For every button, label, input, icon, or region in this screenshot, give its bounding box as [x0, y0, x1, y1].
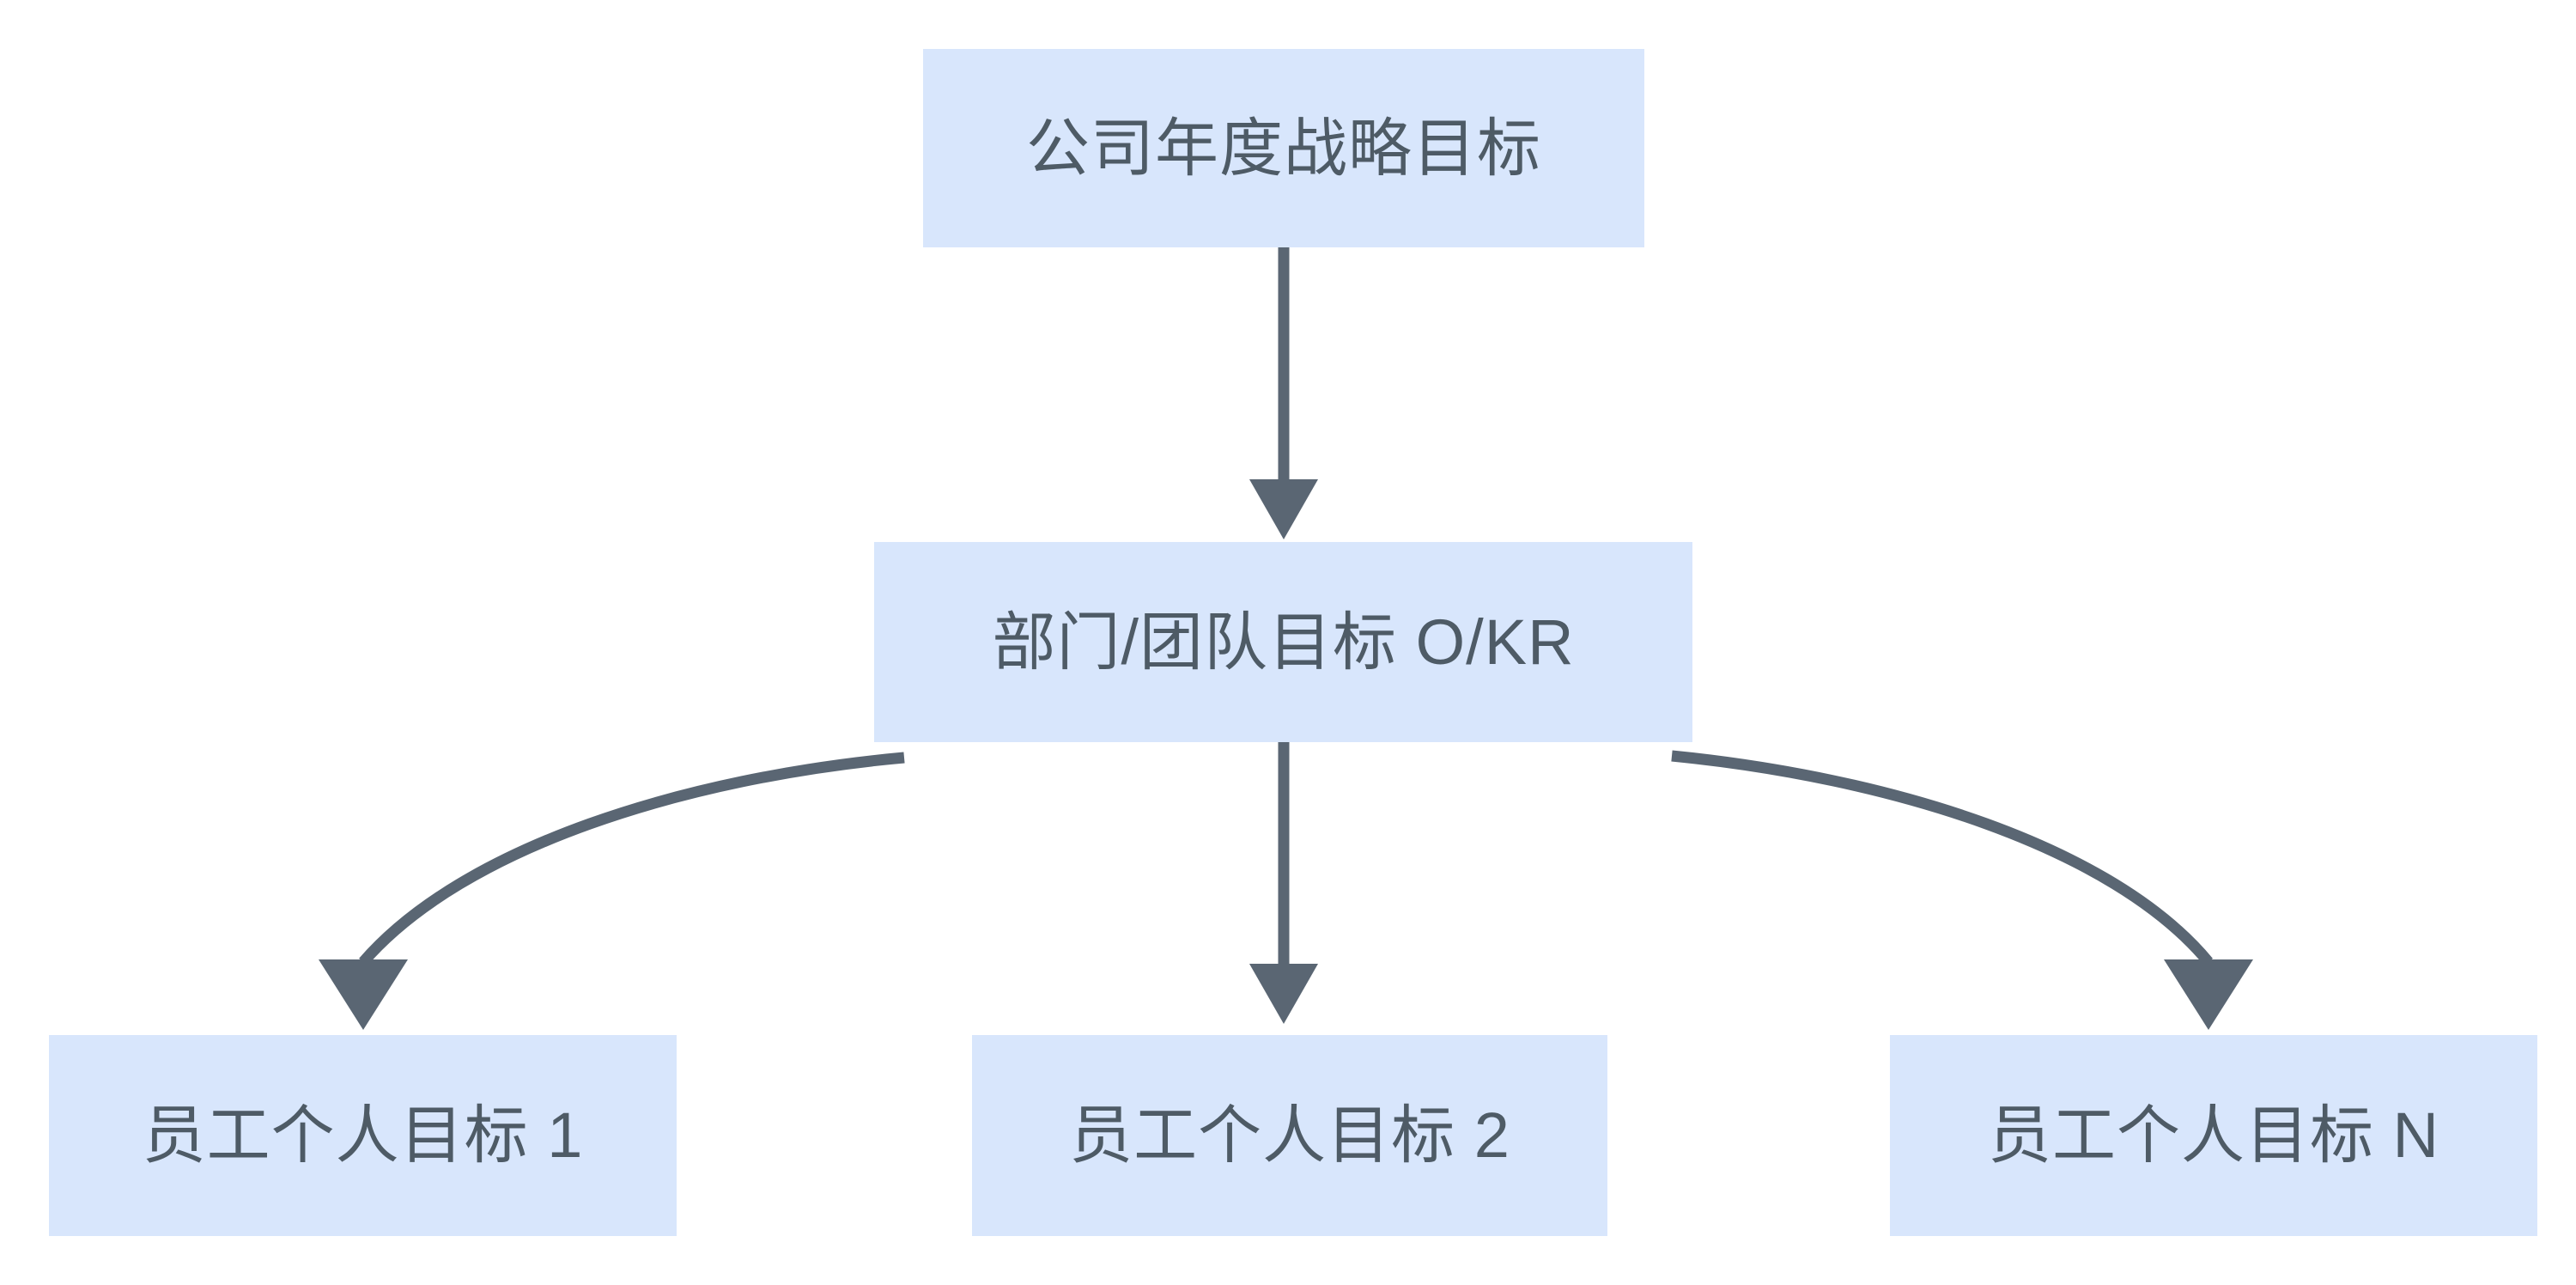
edge-company-to-dept [1249, 247, 1318, 539]
node-department-team-okr[interactable]: 部门/团队目标 O/KR [874, 542, 1692, 742]
node-employee-goal-1[interactable]: 员工个人目标 1 [49, 1035, 677, 1236]
node-label: 员工个人目标 1 [142, 1099, 584, 1172]
node-label: 公司年度战略目标 [1026, 112, 1541, 184]
node-label: 员工个人目标 2 [1069, 1099, 1510, 1172]
edge-dept-to-emp1 [319, 752, 905, 1030]
arrowhead-icon [319, 959, 408, 1030]
node-employee-goal-n[interactable]: 员工个人目标 N [1890, 1035, 2537, 1236]
node-employee-goal-2[interactable]: 员工个人目标 2 [972, 1035, 1607, 1236]
edge-line [359, 752, 905, 966]
arrowhead-icon [1249, 964, 1318, 1024]
node-label: 部门/团队目标 O/KR [992, 606, 1575, 678]
edge-dept-to-empN [1671, 750, 2253, 1030]
node-company-annual-strategy[interactable]: 公司年度战略目标 [923, 49, 1644, 247]
arrowhead-icon [2164, 959, 2253, 1030]
node-label: 员工个人目标 N [1988, 1099, 2439, 1172]
edge-dept-to-emp2 [1249, 742, 1318, 1024]
edge-line [1671, 750, 2213, 966]
arrowhead-icon [1249, 479, 1318, 539]
